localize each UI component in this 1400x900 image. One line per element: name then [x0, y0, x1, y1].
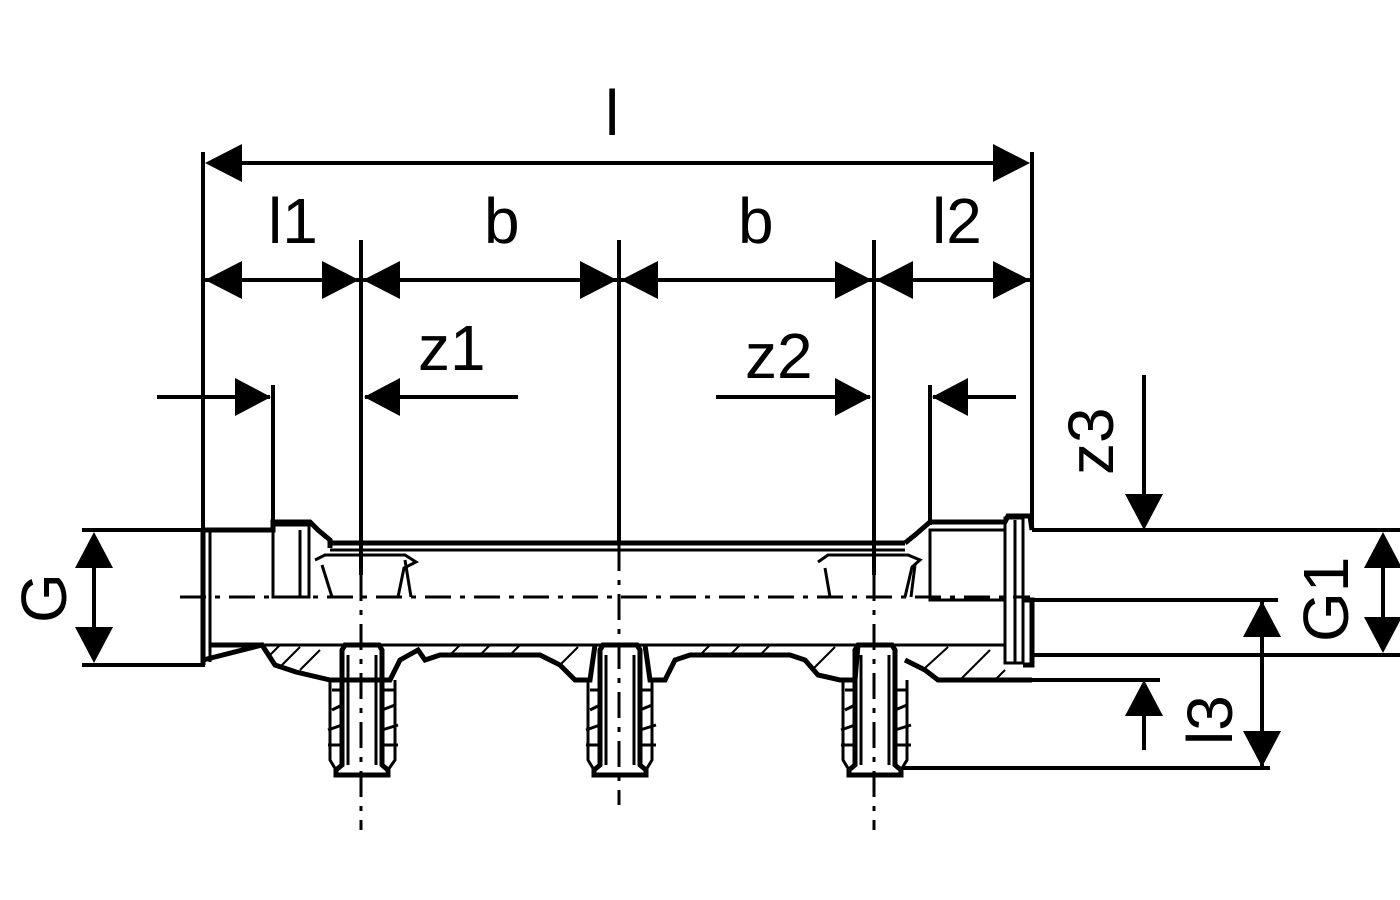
label-l2: l2: [932, 185, 982, 257]
dimension-l: [205, 144, 1030, 182]
label-b-left: b: [484, 185, 520, 257]
branch-outlet-left: [327, 642, 399, 778]
label-l3: l3: [1174, 695, 1246, 745]
label-b-right: b: [738, 185, 774, 257]
label-l1: l1: [268, 185, 318, 257]
branch-outlet-right: [840, 642, 912, 778]
manifold-body: [200, 513, 1035, 683]
dimension-z3-l3: [1125, 375, 1281, 768]
label-z1: z1: [418, 312, 486, 384]
label-g: G: [8, 573, 80, 623]
label-z3: z3: [1055, 407, 1127, 475]
center-lines: [180, 545, 1030, 830]
branch-outlet-center: [585, 642, 657, 778]
dimension-g: [75, 528, 205, 667]
dimension-g1: [903, 528, 1400, 770]
dimension-z1-z2: [157, 378, 1016, 416]
label-g1: G1: [1290, 557, 1362, 642]
label-l: l: [605, 77, 619, 149]
dimension-chain: [205, 261, 1030, 299]
label-z2: z2: [745, 320, 813, 392]
